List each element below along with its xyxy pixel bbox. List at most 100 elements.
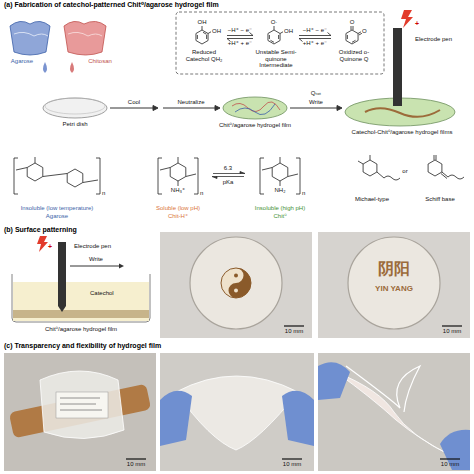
illustration-part — [45, 98, 105, 114]
illustration-part — [440, 430, 470, 470]
illustration-part — [351, 26, 352, 30]
wrapped-film-photo — [4, 353, 156, 471]
pattern-text: 阴阳 — [378, 260, 410, 278]
conjunction: or — [402, 168, 407, 175]
panel-title: (c) Transparency and flexibility of hydr… — [4, 342, 161, 350]
material-label: Agarose — [11, 58, 33, 65]
state-label: Soluble (low pH) — [156, 205, 200, 212]
part-label: Electrode pen — [415, 36, 461, 43]
illustration-part — [126, 458, 146, 459]
pka-arrows — [212, 172, 245, 179]
panel-title: (b) Surface patterning — [4, 226, 77, 234]
illustration-part — [363, 160, 377, 176]
illustration-part — [60, 398, 100, 399]
illustration-part — [190, 237, 282, 329]
schiff-adduct — [428, 155, 464, 179]
material-label: Chitosan — [88, 58, 112, 65]
illustration-part — [70, 266, 120, 267]
illustration-part — [13, 282, 149, 321]
illustration-part — [43, 98, 107, 118]
scale-label: 10 mm — [127, 461, 145, 468]
species-node: Reduced Catechol QH₂ — [182, 17, 226, 62]
pka-value: 6.3 — [224, 165, 232, 172]
scale-label: 10 mm — [443, 328, 461, 335]
repeat-index: n — [302, 190, 305, 197]
illustration-part — [271, 40, 275, 42]
illustration-part — [346, 30, 358, 44]
repeat-index: n — [200, 190, 203, 197]
illustration-part — [318, 232, 470, 338]
polymer-name: Agarose — [46, 213, 68, 220]
illustration-part — [96, 158, 100, 194]
catechol-structure — [196, 26, 211, 44]
illustration-part — [163, 108, 216, 109]
pattern-text: YIN YANG — [375, 284, 413, 293]
step-label: Write — [309, 99, 323, 106]
reaction-label: −H⁺ − e⁻ — [228, 27, 252, 34]
yin-yang-text-photo — [318, 232, 470, 338]
arrow-line — [227, 38, 253, 39]
arrow-line — [299, 38, 331, 39]
illustration-part — [442, 172, 448, 177]
arrow-line — [328, 33, 332, 36]
illustration-part — [153, 106, 158, 111]
atom-label: O — [362, 28, 367, 35]
illustration-part — [282, 391, 314, 446]
patterned-film — [345, 10, 455, 126]
illustration-part — [40, 371, 124, 439]
chitosan-neutral-structure — [260, 157, 300, 194]
species-label: Unstable Semi-quinone Intermediate — [254, 49, 298, 69]
chitosan-charged-structure — [158, 157, 198, 194]
atom-label: O — [350, 19, 355, 26]
step-label: Write — [89, 256, 103, 263]
illustration-part — [318, 362, 350, 400]
scale-label: 10 mm — [441, 461, 459, 468]
species-node: Oxidized o-Quinone Q — [332, 17, 376, 62]
dashed-frame — [176, 12, 384, 74]
repeat-index: n — [102, 190, 105, 197]
illustration-part — [262, 168, 272, 171]
atom-label: NH₂ — [275, 187, 286, 194]
illustration-part — [58, 242, 66, 306]
species-label: Oxidized o-Quinone Q — [332, 49, 376, 62]
illustration-part — [186, 174, 196, 177]
illustration-part — [176, 376, 298, 450]
part-label: Chit⁰/agarose hydrogel film — [210, 122, 300, 129]
arrow-line — [299, 35, 331, 36]
illustration-part — [16, 168, 27, 171]
illustration-part — [196, 30, 208, 44]
part-label: Chit⁰/agarose hydrogel film — [45, 326, 117, 333]
illustration-part — [83, 180, 98, 183]
illustration-part — [110, 108, 154, 109]
illustration-part — [202, 26, 203, 30]
illustration-part — [10, 21, 50, 55]
illustration-part — [213, 173, 241, 174]
reaction-label: −H⁺ − e⁻ — [303, 27, 327, 34]
illustration-part — [235, 104, 275, 115]
illustration-part — [229, 268, 251, 298]
illustration-part — [269, 35, 270, 39]
agarose-structure — [14, 157, 100, 194]
step-label: Cool — [128, 99, 140, 106]
atom-label: O· — [271, 19, 278, 26]
illustration-part — [208, 32, 211, 34]
illustration-part — [370, 155, 371, 160]
illustration-part — [178, 181, 179, 186]
illustration-part — [216, 176, 244, 177]
pka-label: pKa — [223, 179, 234, 186]
yin-yang-photo — [160, 232, 312, 338]
illustration-part — [280, 32, 283, 34]
illustration-part — [234, 274, 238, 278]
reaction-label: +H⁺ + e⁻ — [303, 40, 327, 47]
illustration-part — [56, 392, 108, 418]
illustration-part — [194, 158, 198, 194]
illustration-part — [282, 458, 302, 459]
chitosan-container — [64, 21, 106, 73]
bent-film-photo — [160, 353, 314, 471]
agarose-container — [10, 21, 50, 73]
illustration-part — [440, 458, 460, 459]
illustration-part — [358, 32, 361, 34]
quinone-structure — [346, 26, 362, 44]
illustration-part — [234, 289, 238, 293]
